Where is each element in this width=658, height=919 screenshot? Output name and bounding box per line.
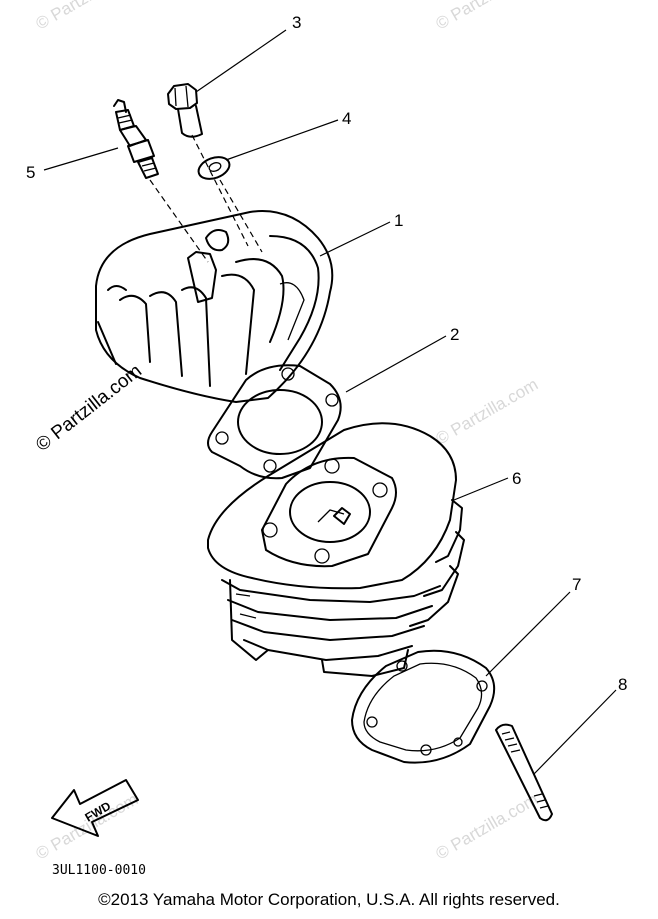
copyright-notice: ©2013 Yamaha Motor Corporation, U.S.A. A… [98,890,560,909]
callout-numbers: 1 2 3 4 5 6 7 8 [26,13,627,694]
leader-lines [43,29,617,775]
callout-stud-bolt: 8 [618,675,627,694]
stud-bolt-drawing [495,723,553,822]
watermark-tile: © Partzilla.com [433,790,542,864]
washer-drawing [197,156,231,180]
watermark-tile: © Partzilla.com [33,0,142,33]
callout-cylinder: 6 [512,469,521,488]
watermark-tile: © Partzilla.com [433,375,542,449]
callout-base-gasket: 7 [572,575,581,594]
bolt-drawing [167,83,203,138]
spark-plug-drawing [113,99,159,179]
callout-washer: 4 [342,109,351,128]
callout-spark-plug: 5 [26,163,35,182]
assembly-line [219,179,263,253]
diagram-code: 3UL1100-0010 [52,863,146,878]
cylinder-head-drawing [95,210,334,403]
watermark-tiles: © Partzilla.com © Partzilla.com © Partzi… [33,0,542,863]
callout-head-gasket: 2 [450,325,459,344]
callout-cylinder-head: 1 [394,211,403,230]
callout-bolt: 3 [292,13,301,32]
parts-diagram: © Partzilla.com © Partzilla.com © Partzi… [26,0,627,878]
base-gasket-drawing [351,649,496,764]
assembly-line [191,134,249,247]
assembly-line [149,179,209,263]
watermark-tile: © Partzilla.com [433,0,542,33]
cylinder-drawing [207,422,465,677]
watermark-main: © Partzilla.com [32,361,146,456]
head-gasket-drawing [207,364,342,480]
